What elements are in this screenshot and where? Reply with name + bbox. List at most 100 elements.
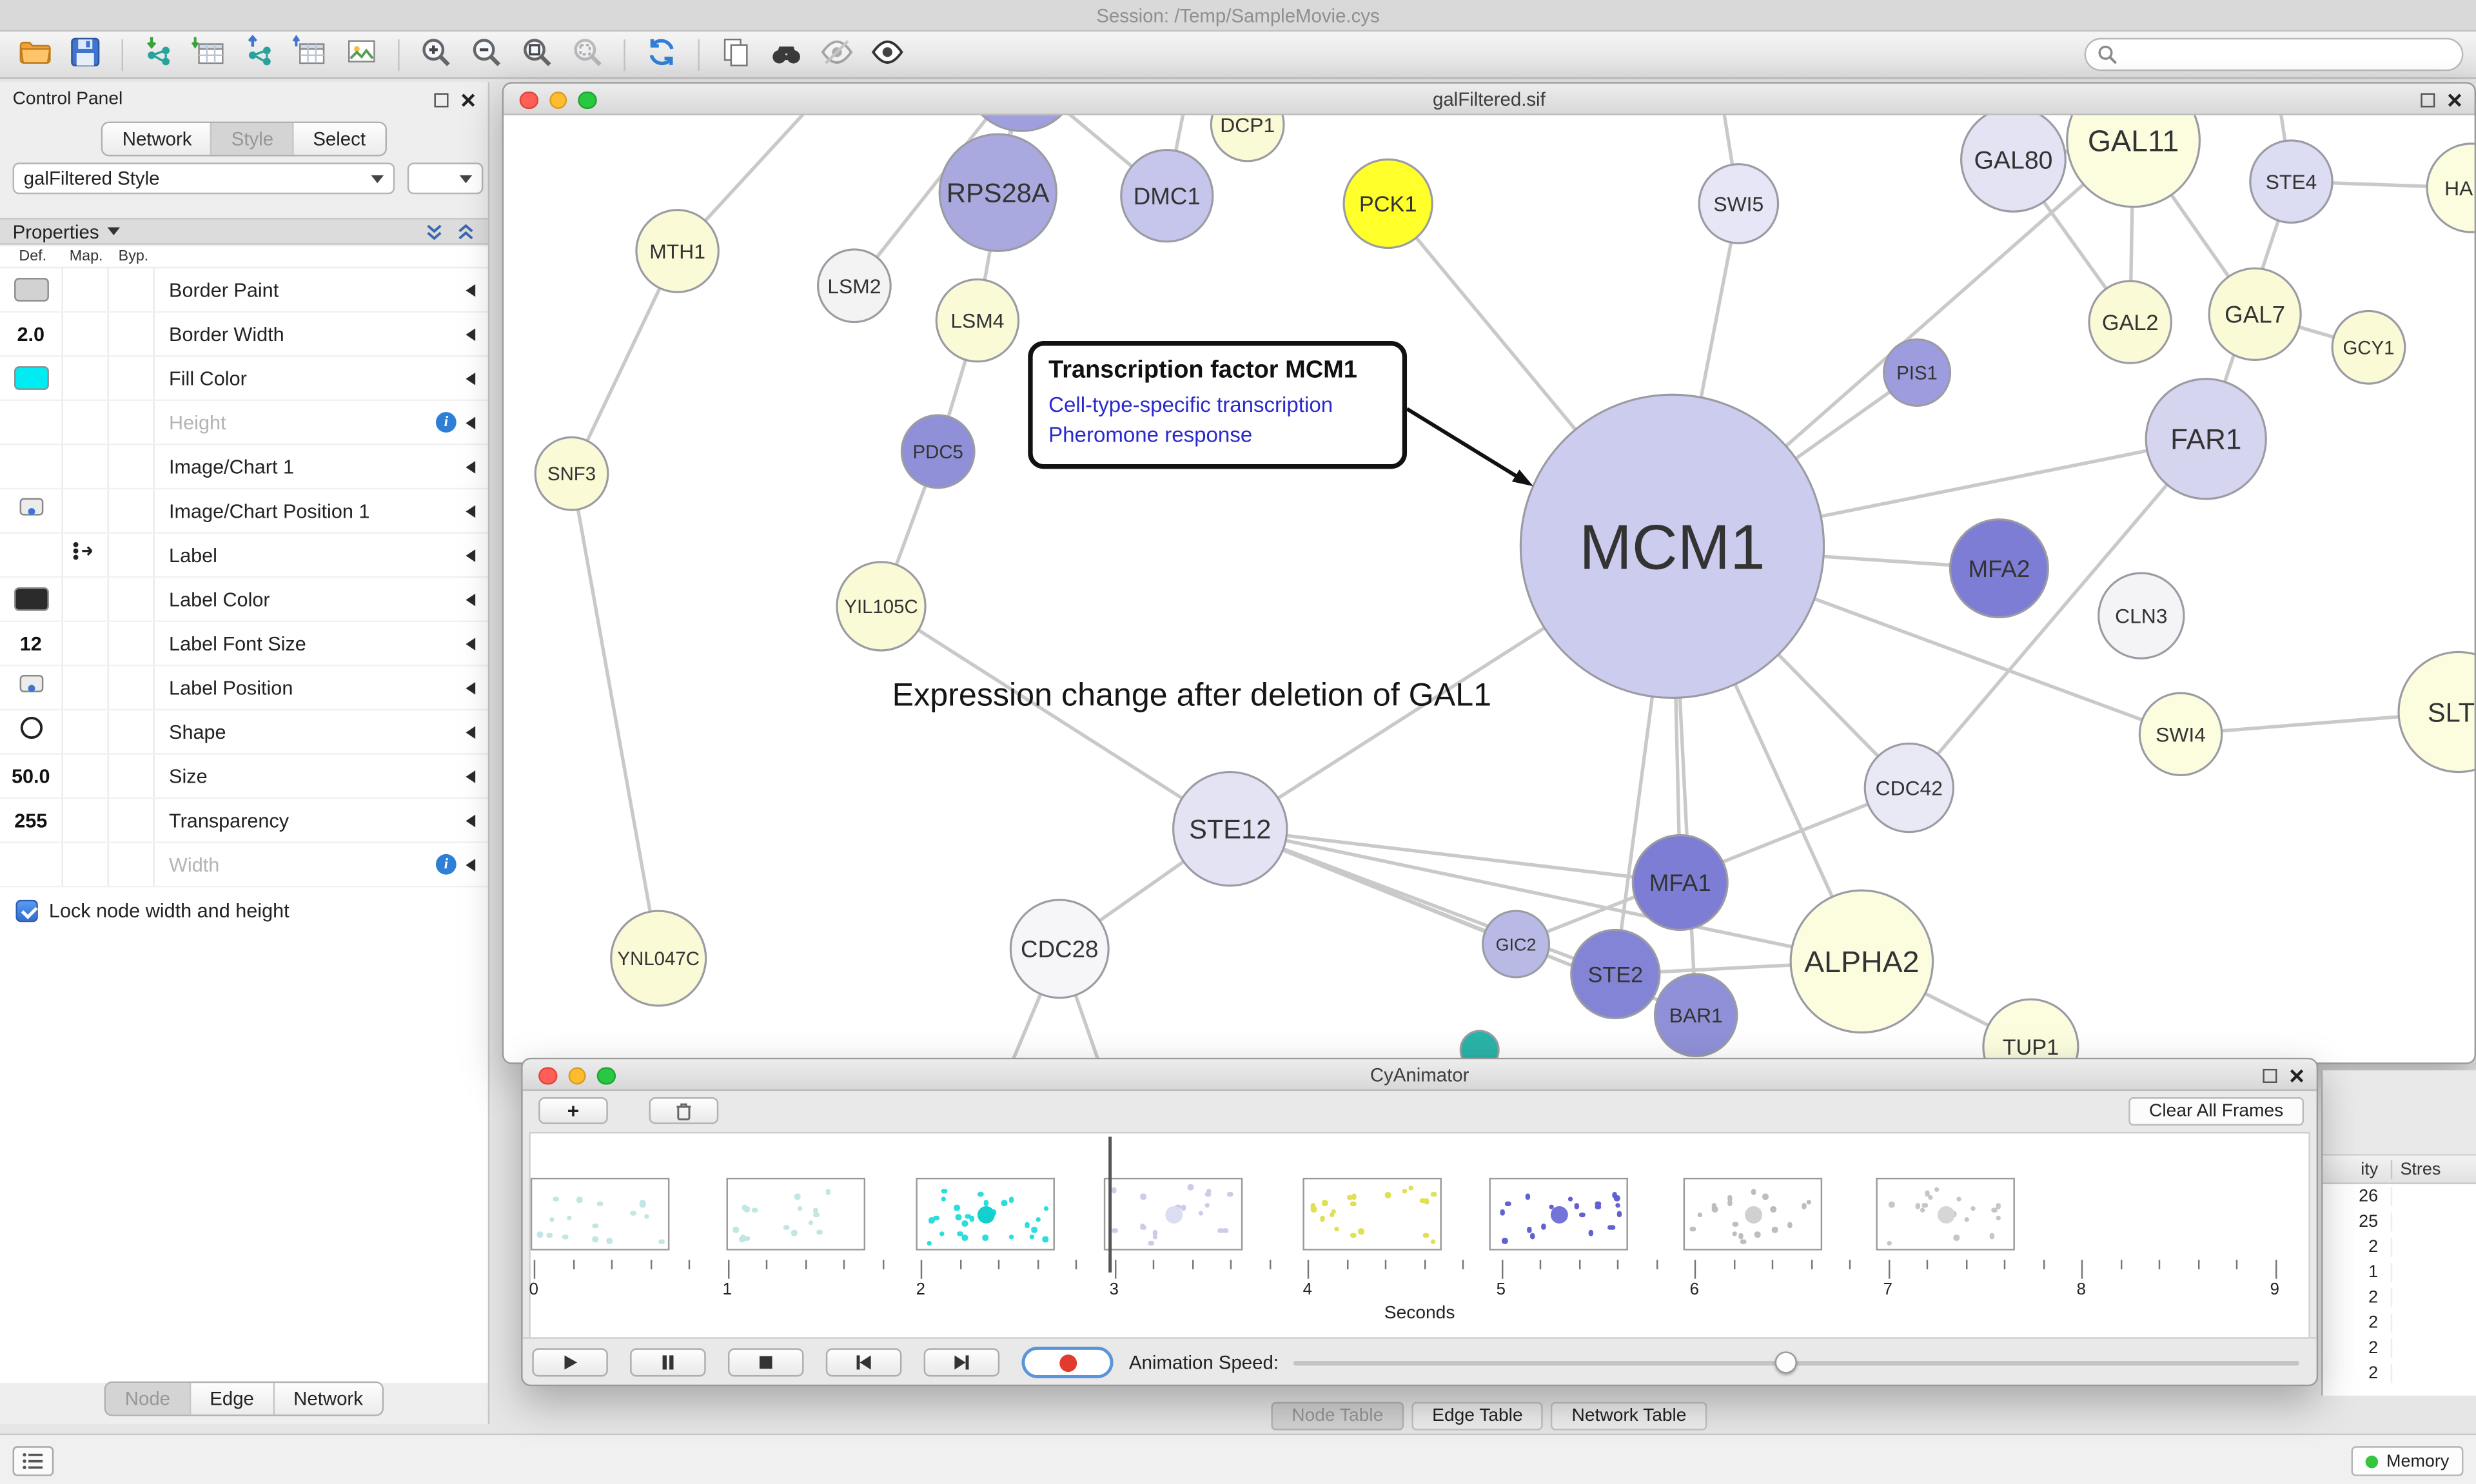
bypass-cell[interactable] (109, 312, 155, 356)
color-swatch[interactable] (13, 278, 48, 302)
property-row-fill-color[interactable]: Fill Color (0, 356, 488, 402)
default-cell[interactable] (0, 489, 63, 532)
mapping-cell[interactable] (63, 666, 109, 709)
frame-thumbnail-5[interactable] (1302, 1177, 1442, 1251)
network-node-RPS28A[interactable]: RPS28A (938, 133, 1057, 252)
default-cell[interactable] (0, 710, 63, 754)
network-node-MCM1[interactable]: MCM1 (1519, 393, 1825, 699)
expand-row-icon[interactable] (466, 592, 476, 606)
expand-row-icon[interactable] (466, 460, 476, 473)
bypass-cell[interactable] (109, 533, 155, 576)
pause-button[interactable] (630, 1348, 706, 1377)
default-value[interactable]: 50.0 (11, 765, 50, 787)
tab-node-table[interactable]: Node Table (1271, 1401, 1404, 1430)
network-node-GCY1[interactable]: GCY1 (2331, 309, 2406, 385)
network-node-FAR1[interactable]: FAR1 (2145, 378, 2267, 500)
expand-row-icon[interactable] (466, 725, 476, 738)
expand-row-icon[interactable] (466, 371, 476, 385)
network-node-STE2[interactable]: STE2 (1570, 928, 1661, 1020)
network-node-CDC42[interactable]: CDC42 (1863, 742, 1954, 834)
network-node-CLN3[interactable]: CLN3 (2098, 572, 2185, 659)
network-node-YIL105C[interactable]: YIL105C (836, 561, 927, 652)
playhead[interactable] (1108, 1137, 1111, 1273)
properties-header[interactable]: Properties (0, 217, 488, 245)
bypass-cell[interactable] (109, 401, 155, 444)
play-button[interactable] (532, 1348, 608, 1377)
frame-thumbnail-3[interactable] (916, 1177, 1055, 1251)
tab-edge-table[interactable]: Edge Table (1411, 1401, 1544, 1430)
minimize-window-button[interactable] (549, 90, 567, 109)
network-node-TUP1[interactable]: TUP1 (1982, 998, 2079, 1064)
tab-select[interactable]: Select (292, 123, 385, 155)
network-canvas[interactable]: RPS28BRPS28ADMC1DCP1PCK1SWI5GAL80GAL11ST… (504, 115, 2475, 1064)
bypass-cell[interactable] (109, 710, 155, 754)
panel-tab-network[interactable]: Network (273, 1383, 382, 1415)
refresh-button[interactable] (636, 34, 687, 75)
ellipse-shape-icon[interactable] (18, 715, 43, 748)
animation-speed-slider[interactable] (1293, 1351, 2299, 1374)
property-row-border-paint[interactable]: Border Paint (0, 268, 488, 313)
color-swatch[interactable] (13, 366, 48, 390)
annotation-link[interactable]: Pheromone response (1048, 423, 1253, 447)
property-row-image-chart-position-1[interactable]: Image/Chart Position 1 (0, 489, 488, 534)
property-row-label-position[interactable]: Label Position (0, 666, 488, 711)
network-node-MFA1[interactable]: MFA1 (1631, 834, 1729, 932)
close-window-button[interactable] (538, 1066, 557, 1085)
bypass-cell[interactable] (109, 799, 155, 842)
network-node-PIS1[interactable]: PIS1 (1883, 338, 1952, 407)
show-all-button[interactable] (862, 34, 912, 75)
default-cell[interactable]: 255 (0, 799, 63, 842)
lock-node-size-checkbox[interactable]: Lock node width and height (0, 899, 488, 923)
mapping-cell[interactable] (63, 489, 109, 532)
memory-button[interactable]: Memory (2352, 1446, 2464, 1476)
table-row[interactable]: 2 (2323, 1361, 2476, 1386)
default-cell[interactable] (0, 401, 63, 444)
expand-row-icon[interactable] (466, 637, 476, 650)
minimize-window-button[interactable] (567, 1066, 586, 1085)
position-icon[interactable] (18, 672, 43, 703)
column-header[interactable]: Stres (2400, 1159, 2441, 1179)
bypass-cell[interactable] (109, 843, 155, 886)
table-row[interactable]: 25 (2323, 1209, 2476, 1235)
close-panel-icon[interactable] (461, 92, 475, 106)
property-row-image-chart-1[interactable]: Image/Chart 1 (0, 445, 488, 490)
network-node-BAR1[interactable]: BAR1 (1653, 973, 1738, 1057)
checkbox-checked-icon[interactable] (15, 899, 38, 923)
network-node-PDC5[interactable]: PDC5 (900, 414, 976, 489)
next-frame-button[interactable] (923, 1348, 1000, 1377)
expand-row-icon[interactable] (466, 814, 476, 827)
copy-button[interactable] (711, 34, 761, 75)
network-node-MTH1[interactable]: MTH1 (635, 209, 720, 293)
network-node-GAL7[interactable]: GAL7 (2208, 267, 2302, 361)
default-cell[interactable] (0, 356, 63, 400)
bypass-cell[interactable] (109, 268, 155, 311)
mapping-cell[interactable] (63, 268, 109, 311)
default-cell[interactable]: 12 (0, 621, 63, 665)
float-window-icon[interactable] (2263, 1068, 2277, 1082)
network-node-LSM4[interactable]: LSM4 (935, 278, 1020, 363)
mapping-cell[interactable] (63, 754, 109, 797)
tab-style[interactable]: Style (210, 123, 293, 155)
table-row[interactable]: 2 (2323, 1336, 2476, 1361)
network-window-titlebar[interactable]: galFiltered.sif (504, 83, 2475, 115)
frame-thumbnail-1[interactable] (530, 1177, 670, 1251)
network-node-STE4[interactable]: STE4 (2249, 139, 2334, 224)
close-window-button[interactable] (519, 90, 538, 109)
expand-all-icon[interactable] (425, 222, 444, 240)
save-session-button[interactable] (60, 34, 110, 75)
cyanimator-titlebar[interactable]: CyAnimator (522, 1059, 2317, 1091)
mapping-cell[interactable] (63, 356, 109, 400)
network-node-GAL11[interactable]: GAL11 (2066, 115, 2201, 208)
network-node-YNL047C[interactable]: YNL047C (610, 910, 707, 1007)
bypass-cell[interactable] (109, 489, 155, 532)
expand-row-icon[interactable] (466, 283, 476, 297)
record-button[interactable] (1021, 1346, 1114, 1378)
stop-button[interactable] (727, 1348, 804, 1377)
console-icon[interactable] (12, 1446, 54, 1476)
network-node-GIC2[interactable]: GIC2 (1482, 910, 1551, 979)
close-view-icon[interactable] (2448, 92, 2462, 106)
default-cell[interactable] (0, 268, 63, 311)
export-table-button[interactable] (286, 34, 336, 75)
